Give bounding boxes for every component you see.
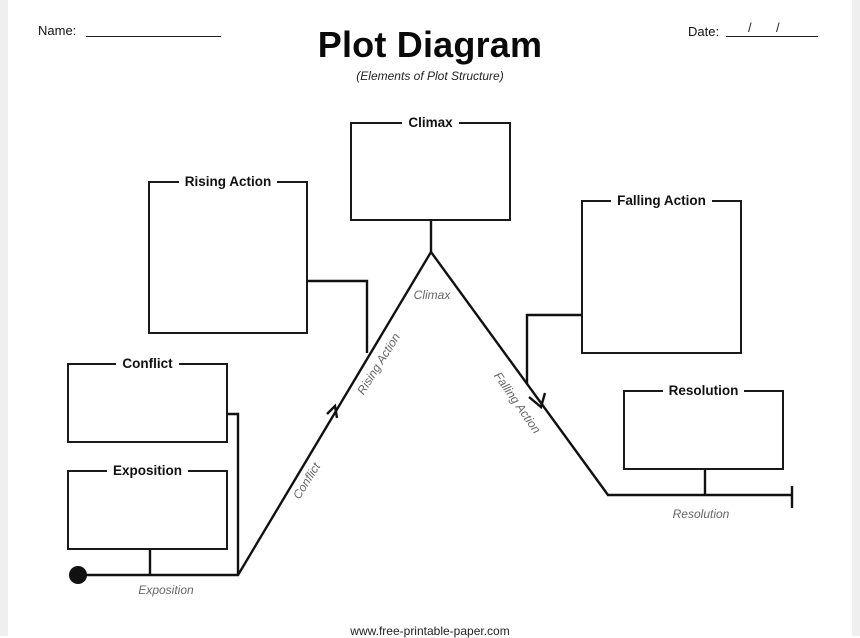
rising-action-connector	[307, 279, 369, 353]
falling-action-connector	[525, 313, 582, 384]
rising-action-box[interactable]: Rising Action	[148, 174, 308, 334]
date-separator-2: /	[776, 20, 780, 35]
curve-label-exposition: Exposition	[138, 583, 194, 597]
plot-start-dot	[69, 566, 87, 584]
curve-label-resolution: Resolution	[673, 507, 730, 521]
resolution-box-label: Resolution	[662, 383, 745, 398]
falling-action-box-label: Falling Action	[611, 193, 712, 208]
date-label: Date:	[688, 24, 720, 39]
name-field-line[interactable]	[86, 36, 221, 37]
date-field-line[interactable]: / /	[726, 20, 818, 37]
rising-action-box-label: Rising Action	[178, 174, 278, 189]
exposition-box-label: Exposition	[106, 463, 188, 478]
footer-url: www.free-printable-paper.com	[350, 624, 510, 638]
right-page-edge	[852, 0, 860, 636]
date-separator-1: /	[748, 20, 752, 35]
conflict-connector	[226, 412, 240, 575]
conflict-box[interactable]: Conflict	[67, 356, 228, 443]
rising-arrowhead	[326, 403, 339, 419]
conflict-box-label: Conflict	[116, 356, 179, 371]
falling-action-box[interactable]: Falling Action	[581, 193, 742, 354]
page-title: Plot Diagram	[317, 24, 543, 65]
climax-box[interactable]: Climax	[350, 115, 511, 221]
climax-box-label: Climax	[402, 115, 459, 130]
page-subtitle: (Elements of Plot Structure)	[356, 69, 504, 83]
exposition-box[interactable]: Exposition	[67, 463, 228, 550]
falling-arrowhead	[528, 392, 547, 410]
name-label: Name:	[38, 23, 77, 38]
left-page-edge	[0, 0, 8, 636]
resolution-box[interactable]: Resolution	[623, 383, 784, 470]
curve-label-climax: Climax	[414, 288, 452, 302]
